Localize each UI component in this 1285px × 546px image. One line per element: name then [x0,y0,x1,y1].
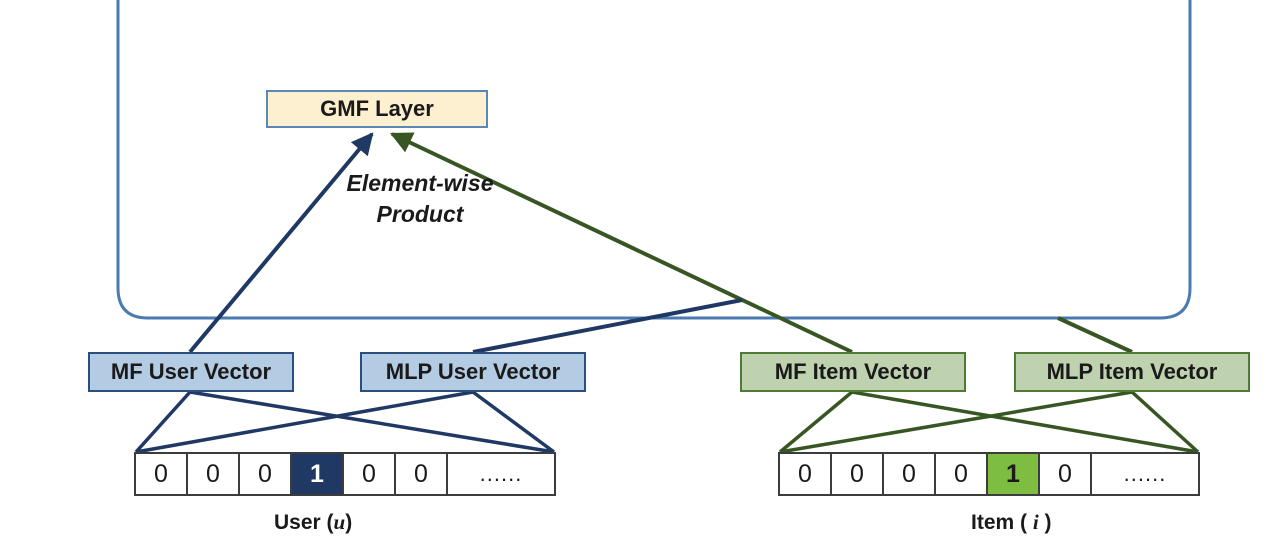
user-onehot-cell-3: 1 [292,454,344,494]
mlp-item-vector-box[interactable]: MLP Item Vector [1014,352,1250,392]
edge-mf-item-right [851,390,1199,454]
edge-mf-user-to-gmf [188,132,374,354]
edge-mf-user-left [134,390,192,454]
user-caption-prefix: User ( [274,511,334,534]
mf-user-vector-box[interactable]: MF User Vector [88,352,294,392]
user-onehot-cell-1: 0 [188,454,240,494]
item-onehot-cell-2: 0 [884,454,936,494]
item-onehot-cell-1: 0 [832,454,884,494]
item-onehot-cell-4: 1 [988,454,1040,494]
mlp-item-vector-label: MLP Item Vector [1046,359,1218,384]
item-onehot-cell-5: 0 [1040,454,1092,494]
item-caption-prefix: Item ( [971,511,1033,534]
mf-user-vector-label: MF User Vector [110,359,272,384]
edge-mf-item-to-gmf [390,132,853,354]
user-onehot-cell-6: ...... [448,454,554,494]
item-onehot-cell-3: 0 [936,454,988,494]
gmf-layer-box[interactable]: GMF Layer [266,90,488,128]
item-caption-variable: i [1032,510,1039,534]
item-onehot-cell-0: 0 [780,454,832,494]
user-caption-variable: u [333,510,346,534]
item-caption: Item ( i ) [971,510,1052,535]
edge-mf-item-left [778,390,854,454]
element-wise-product-line2: Product [376,201,464,228]
edge-mlp-user-right [471,390,556,454]
user-onehot-cell-2: 0 [240,454,292,494]
gmf-layer-label: GMF Layer [320,96,434,121]
mlp-user-vector-box[interactable]: MLP User Vector [360,352,586,392]
edge-mlp-user-to-container [472,298,743,354]
edge-mlp-item-right [1130,390,1200,454]
user-caption: User (u) [274,510,352,535]
element-wise-product-label: Element-wise Product [325,168,515,230]
edge-mf-user-right [189,390,555,454]
mlp-user-vector-label: MLP User Vector [385,359,561,384]
user-onehot-cell-5: 0 [396,454,448,494]
user-onehot-cell-0: 0 [136,454,188,494]
edge-mlp-item-to-container [1057,316,1133,354]
element-wise-product-line1: Element-wise [346,170,494,196]
edge-mlp-user-left [135,390,474,454]
item-onehot-cell-6: ...... [1092,454,1198,494]
user-caption-suffix: ) [345,511,353,534]
user-onehot-cell-4: 0 [344,454,396,494]
item-caption-suffix: ) [1038,511,1052,534]
edge-mlp-item-left [779,390,1133,454]
model-container-outline [116,0,1192,320]
mf-item-vector-box[interactable]: MF Item Vector [740,352,966,392]
mf-item-vector-label: MF Item Vector [774,359,932,384]
